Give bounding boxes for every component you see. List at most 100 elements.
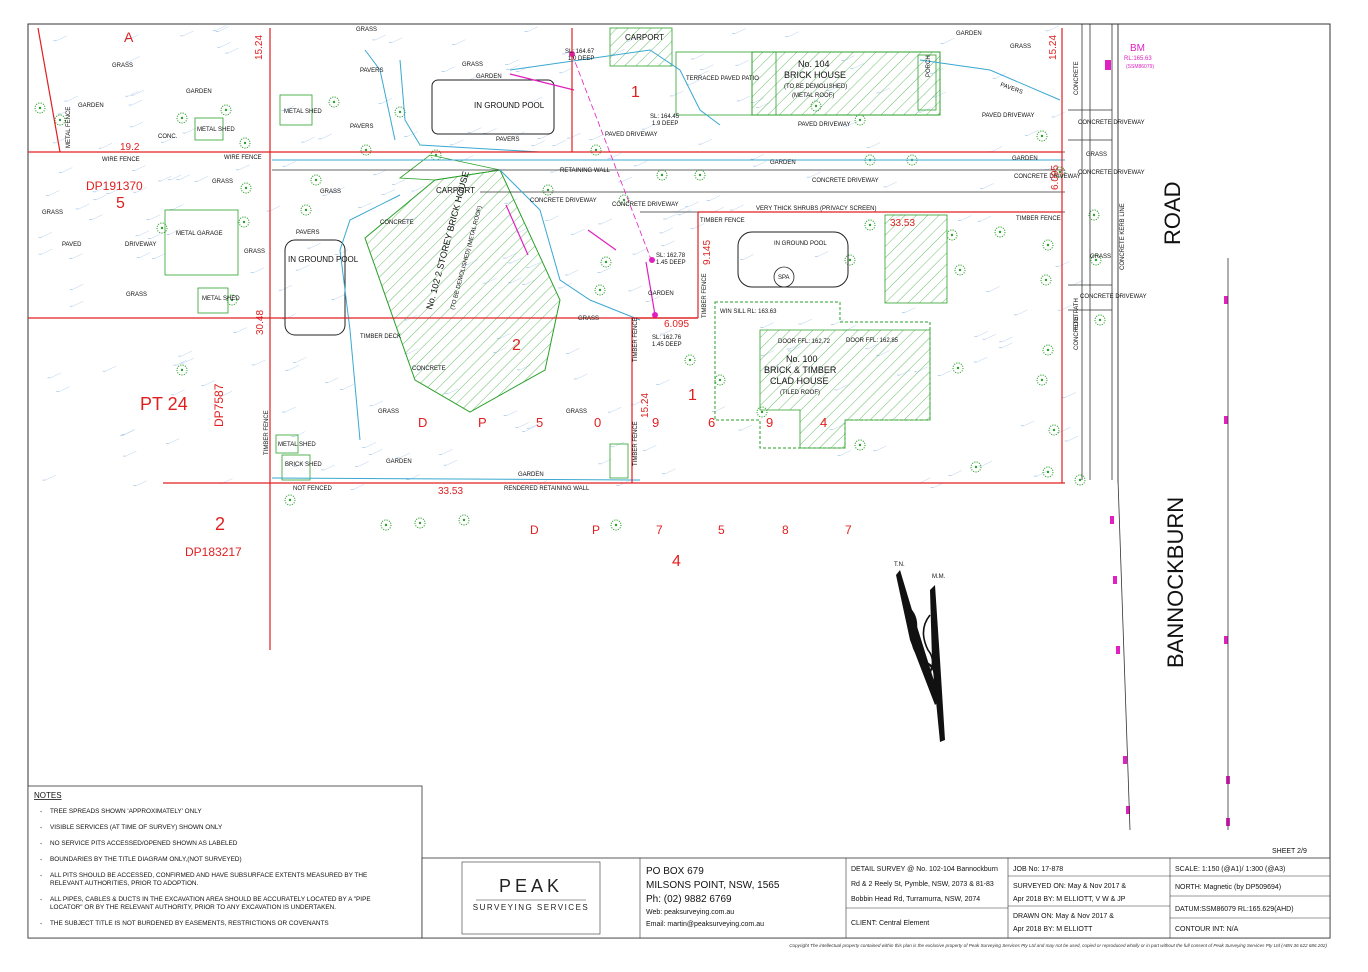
spot-level-leader: [236, 327, 248, 333]
spot-level-leader: [531, 96, 543, 103]
grass-3: GRASS: [42, 210, 63, 216]
contour: CONTOUR INT: N/A: [1175, 926, 1239, 933]
sl3-label: SL: 162.78: [656, 253, 686, 259]
service-marker: [1113, 576, 1117, 584]
spot-level-leader: [395, 179, 406, 185]
garden-3: GARDEN: [386, 459, 412, 465]
tree-icon: [1074, 474, 1086, 486]
spot-level-leader: [1027, 130, 1039, 136]
spot-level-leader: [353, 484, 365, 490]
spot-level-leader: [1023, 420, 1035, 427]
spot-level-leader: [508, 59, 519, 65]
pool-102-label: IN GROUND POOL: [288, 255, 359, 264]
tree-icon: [694, 169, 706, 181]
tree-icon: [1042, 344, 1054, 356]
note-item: RELEVANT AUTHORITIES, PRIOR TO ADOPTION.: [50, 880, 199, 887]
tree-center-icon: [1044, 278, 1048, 282]
spot-level-leader: [548, 215, 559, 221]
spot-level-leader: [636, 160, 648, 167]
tree-center-icon: [998, 230, 1002, 234]
dp183217-label: DP183217: [185, 545, 242, 559]
spot-level-leader: [801, 318, 813, 325]
tree-icon: [1036, 374, 1048, 386]
drawn-1: DRAWN ON: May & Nov 2017 &: [1013, 913, 1114, 920]
dp509694-letter: 5: [536, 415, 543, 430]
tree-icon: [1090, 254, 1102, 266]
very-thick-label: VERY THICK SHRUBS (PRIVACY SCREEN): [756, 206, 876, 212]
spot-level-leader: [714, 406, 726, 412]
spot-level-leader: [659, 379, 670, 385]
garden-5: GARDEN: [476, 74, 502, 80]
spot-level-leader: [446, 459, 458, 466]
spot-level-leader: [610, 406, 622, 413]
logo-text: PEAK: [499, 876, 563, 896]
tree-icon: [1048, 424, 1060, 436]
metal-shed-e: [609, 443, 629, 479]
spot-level-leader: [304, 136, 315, 143]
tree-center-icon: [868, 223, 872, 227]
spot-level-leader: [561, 282, 572, 289]
tree-center-icon: [1078, 478, 1082, 482]
phone: Ph: (02) 9882 6769: [646, 894, 732, 905]
note-bullet: -: [40, 920, 42, 927]
spot-level-leader: [648, 296, 660, 302]
mm-label: M.M.: [932, 574, 946, 580]
client: CLIENT: Central Element: [851, 920, 929, 927]
spot-level-leader: [391, 37, 403, 43]
tree-icon: [954, 264, 966, 276]
bannockburn-label: BANNOCKBURN: [1163, 497, 1188, 668]
dp509694-letter: 9: [766, 415, 773, 430]
tree-center-icon: [304, 208, 308, 212]
tree-center-icon: [38, 106, 42, 110]
spot-level-leader: [59, 386, 70, 392]
spot-level-leader: [981, 460, 993, 467]
tree-center-icon: [1052, 428, 1056, 432]
spot-level-leader: [295, 357, 307, 363]
tree-icon: [284, 494, 296, 506]
metal-shed-d-label: METAL SHED: [278, 442, 316, 448]
spot-level-leader: [1065, 392, 1077, 398]
spot-level-leader: [672, 90, 684, 97]
website[interactable]: Web: peaksurveying.com.au: [646, 909, 734, 916]
spot-level-leader: [592, 134, 603, 141]
pavers-1: PAVERS: [296, 230, 319, 236]
sl1-label: SL: 164.67: [565, 49, 595, 55]
spot-level-leader: [1047, 164, 1059, 170]
spot-level-leader: [218, 26, 230, 32]
grass-9: GRASS: [356, 27, 377, 33]
spot-level-leader: [567, 269, 579, 276]
dim-6095: 6.095: [664, 319, 689, 330]
dp75887-letter: 5: [718, 523, 725, 537]
spot-level-leader: [96, 194, 107, 200]
grass-2: GRASS: [212, 179, 233, 185]
spot-level-leader: [61, 167, 73, 173]
paved-label: PAVED: [62, 242, 82, 248]
tree-icon: [226, 294, 238, 306]
tree-icon: [600, 256, 612, 268]
tree-center-icon: [622, 198, 626, 202]
spot-level-leader: [1048, 25, 1060, 32]
spot-level-leader: [454, 39, 466, 45]
spot-level-leader: [160, 175, 172, 182]
tree-center-icon: [614, 523, 618, 527]
pavers-2: PAVERS: [360, 68, 383, 74]
spot-level-leader: [123, 430, 134, 436]
footpath-label: FOOTPATH: [1074, 298, 1080, 330]
spot-level-leader: [72, 284, 84, 290]
tree-center-icon: [1046, 348, 1050, 352]
brick-shed-label: BRICK SHED: [285, 462, 322, 468]
spot-level-leader: [904, 307, 916, 313]
tree-icon: [458, 514, 470, 526]
tree-center-icon: [858, 443, 862, 447]
dp509694-letter: P: [478, 415, 487, 430]
spot-level-leader: [215, 25, 227, 31]
garden-2: GARDEN: [186, 89, 212, 95]
service-marker: [1110, 516, 1114, 524]
email[interactable]: Email: martin@peaksurveying.com.au: [646, 921, 764, 928]
grass-6: GRASS: [378, 409, 399, 415]
sl1-depth: 1.0 DEEP: [568, 56, 594, 62]
spot-level-leader: [334, 186, 345, 193]
tree-center-icon: [332, 100, 336, 104]
tree-center-icon: [242, 220, 246, 224]
